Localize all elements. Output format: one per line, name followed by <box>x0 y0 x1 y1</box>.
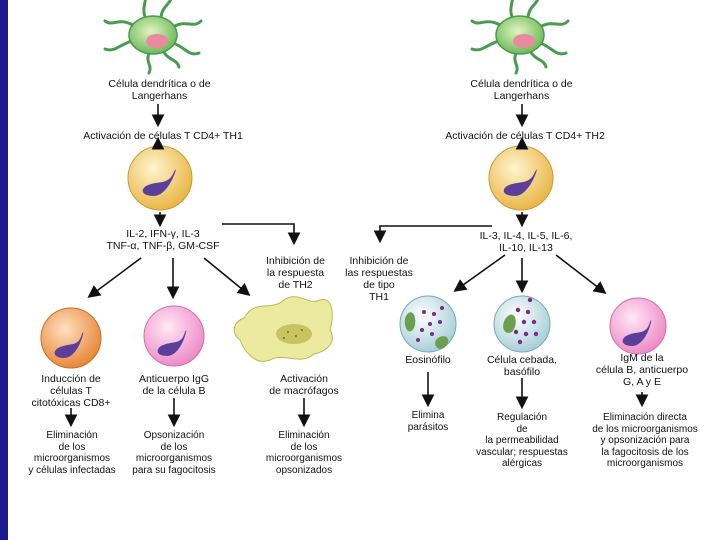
mast-cell-basophil <box>493 295 551 353</box>
eosinophil <box>399 295 457 353</box>
macrophage <box>233 296 333 362</box>
diagram-art <box>40 0 667 428</box>
cd8-cell <box>40 307 102 369</box>
activation-th1: Activación de células T CD4+ TH1 <box>83 130 243 142</box>
mast-cell-label: Célula cebada,basófilo <box>486 354 558 378</box>
activation-th2: Activación de células T CD4+ TH2 <box>445 130 605 142</box>
cytokines-th2: IL-3, IL-4, IL-5, IL-6,IL-10, IL-13 <box>479 230 573 254</box>
dendritic-cell-left <box>103 0 203 75</box>
arrows <box>64 104 649 428</box>
th1-cell <box>127 145 193 211</box>
b-cell-igm <box>609 297 667 355</box>
eosinophil-label: Eosinófilo <box>405 354 451 366</box>
th2-cell <box>488 145 554 211</box>
b-cell-igg <box>143 305 205 367</box>
dendritic-cell-right <box>470 0 570 75</box>
